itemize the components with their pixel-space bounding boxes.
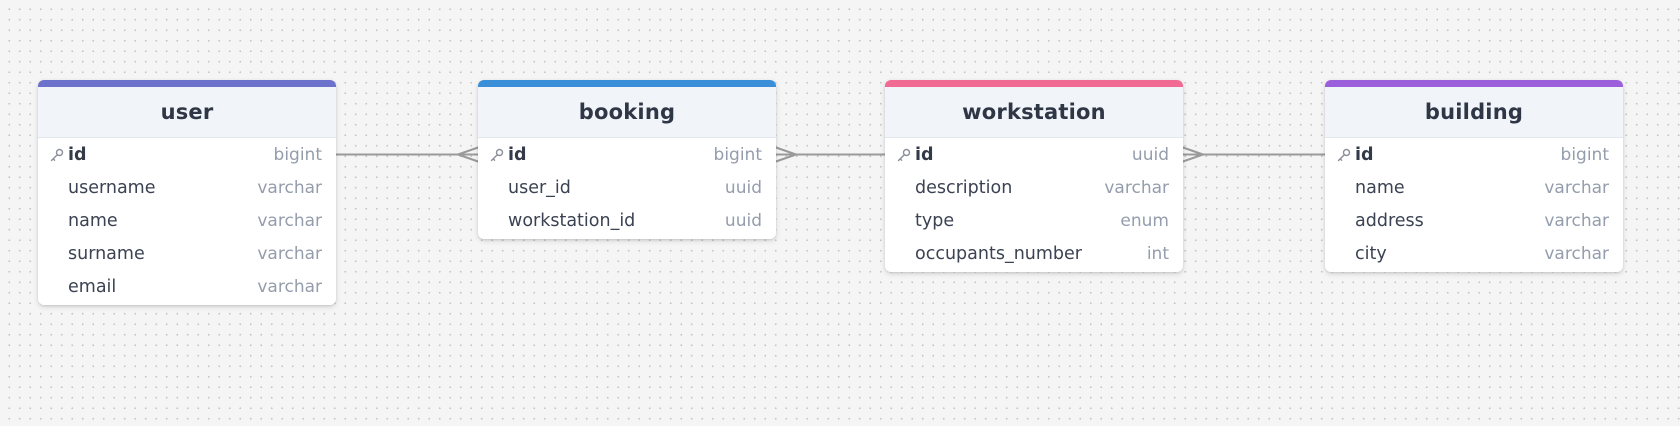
table-fields: id bigint name varchar address varchar city var… <box>1325 138 1623 272</box>
field-type: uuid <box>724 210 762 231</box>
table-title: building <box>1424 100 1524 124</box>
many-end-marker <box>1182 146 1204 163</box>
field-row-address[interactable]: address varchar <box>1325 204 1623 237</box>
relationship-user-booking[interactable] <box>336 146 479 163</box>
field-row-user-id[interactable]: user_id uuid <box>478 171 776 204</box>
field-type: bigint <box>1560 144 1609 165</box>
field-icon-spacer <box>50 246 68 262</box>
field-row-username[interactable]: username varchar <box>38 171 336 204</box>
table-building[interactable]: building id bigint name varchar address varch… <box>1325 80 1623 272</box>
field-icon-spacer <box>1337 246 1355 262</box>
field-type: varchar <box>1544 243 1609 264</box>
field-name: email <box>68 276 117 297</box>
field-name: id <box>508 144 527 165</box>
field-name: description <box>915 177 1013 198</box>
field-name: occupants_number <box>915 243 1082 264</box>
field-type: varchar <box>257 243 322 264</box>
table-header[interactable]: workstation <box>885 87 1183 138</box>
table-title: user <box>160 100 214 124</box>
table-accent-bar <box>478 80 776 87</box>
field-icon-spacer <box>897 213 915 229</box>
field-name: user_id <box>508 177 571 198</box>
field-icon-spacer <box>50 180 68 196</box>
field-icon-spacer <box>490 180 508 196</box>
table-title: workstation <box>962 100 1106 124</box>
field-row-type[interactable]: type enum <box>885 204 1183 237</box>
table-header[interactable]: building <box>1325 87 1623 138</box>
field-row-occupants-number[interactable]: occupants_number int <box>885 237 1183 270</box>
field-row-name[interactable]: name varchar <box>38 204 336 237</box>
relationship-workstation-building[interactable] <box>1182 146 1325 163</box>
field-type: bigint <box>273 144 322 165</box>
field-type: uuid <box>1131 144 1169 165</box>
field-name: id <box>1355 144 1374 165</box>
field-type: varchar <box>257 177 322 198</box>
field-name: name <box>1355 177 1405 198</box>
field-row-email[interactable]: email varchar <box>38 270 336 303</box>
field-type: int <box>1146 243 1169 264</box>
table-workstation[interactable]: workstation id uuid description varchar type… <box>885 80 1183 272</box>
field-type: varchar <box>257 210 322 231</box>
key-icon <box>490 147 508 163</box>
relationship-booking-workstation[interactable] <box>775 146 885 163</box>
field-type: bigint <box>713 144 762 165</box>
field-type: uuid <box>724 177 762 198</box>
field-icon-spacer <box>897 180 915 196</box>
field-row-name[interactable]: name varchar <box>1325 171 1623 204</box>
field-type: varchar <box>1544 210 1609 231</box>
field-row-id[interactable]: id bigint <box>38 138 336 171</box>
key-icon <box>50 147 68 163</box>
field-name: id <box>68 144 87 165</box>
table-header[interactable]: user <box>38 87 336 138</box>
field-row-id[interactable]: id bigint <box>478 138 776 171</box>
field-type: enum <box>1120 210 1169 231</box>
field-name: surname <box>68 243 145 264</box>
field-name: address <box>1355 210 1424 231</box>
field-row-surname[interactable]: surname varchar <box>38 237 336 270</box>
field-row-city[interactable]: city varchar <box>1325 237 1623 270</box>
field-icon-spacer <box>50 279 68 295</box>
field-name: username <box>68 177 156 198</box>
field-name: name <box>68 210 118 231</box>
field-name: type <box>915 210 955 231</box>
field-row-description[interactable]: description varchar <box>885 171 1183 204</box>
field-name: workstation_id <box>508 210 636 231</box>
field-icon-spacer <box>50 213 68 229</box>
table-accent-bar <box>885 80 1183 87</box>
field-row-id[interactable]: id bigint <box>1325 138 1623 171</box>
table-header[interactable]: booking <box>478 87 776 138</box>
field-row-id[interactable]: id uuid <box>885 138 1183 171</box>
field-type: varchar <box>257 276 322 297</box>
field-icon-spacer <box>490 213 508 229</box>
table-fields: id uuid description varchar type enum occupant… <box>885 138 1183 272</box>
key-icon <box>897 147 915 163</box>
table-accent-bar <box>1325 80 1623 87</box>
table-accent-bar <box>38 80 336 87</box>
field-icon-spacer <box>1337 180 1355 196</box>
field-icon-spacer <box>897 246 915 262</box>
field-name: city <box>1355 243 1387 264</box>
field-type: varchar <box>1104 177 1169 198</box>
field-type: varchar <box>1544 177 1609 198</box>
field-name: id <box>915 144 934 165</box>
many-end-marker <box>457 146 479 163</box>
table-title: booking <box>578 100 676 124</box>
key-icon <box>1337 147 1355 163</box>
field-row-workstation-id[interactable]: workstation_id uuid <box>478 204 776 237</box>
field-icon-spacer <box>1337 213 1355 229</box>
many-end-marker <box>775 146 797 163</box>
